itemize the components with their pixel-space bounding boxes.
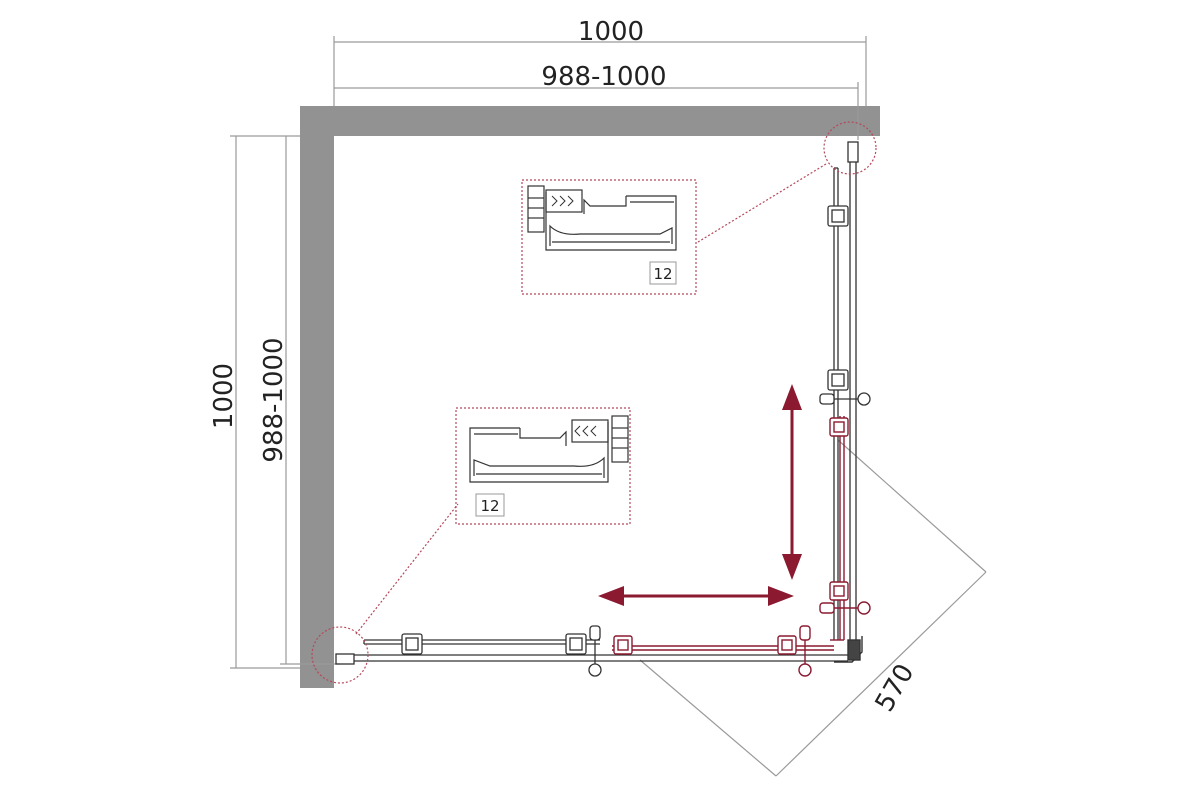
- callout-circle-top-right: [823, 121, 877, 175]
- bottom-sliding-door: [612, 625, 834, 677]
- double-arrow-vertical-icon: [782, 384, 802, 580]
- roller-bracket-right-door-2: [829, 581, 849, 601]
- detail-lower-gap-box: [475, 493, 505, 517]
- handle-knob-right-door-a: [819, 602, 835, 614]
- detail-lower-wall-profile: [611, 415, 629, 463]
- bottom-handle-dark: [588, 625, 602, 677]
- walls: [300, 106, 880, 688]
- handle-knob-right-b: [857, 392, 871, 406]
- leader-bottom-left: [355, 503, 459, 635]
- top-outer-dimension: 1000: [578, 17, 644, 47]
- detail-box-lower-frame: [455, 407, 631, 525]
- left-wall: [300, 106, 334, 688]
- handle-knob-bottom-a: [589, 625, 601, 641]
- right-panel-profile: [833, 141, 859, 660]
- callout-circle-bottom-left: [311, 626, 369, 684]
- detail-upper-wall-profile: [527, 185, 545, 233]
- right-rollers-fixed: [827, 205, 849, 391]
- leader-top-right: [697, 163, 827, 243]
- detail-box-lower: 12: [455, 407, 631, 525]
- top-wall: [300, 106, 880, 136]
- bottom-rollers-fixed: [401, 633, 587, 655]
- detail-upper-gap-box: [649, 261, 677, 285]
- left-dimensions: [230, 135, 340, 669]
- left-inner-dimension: 988-1000: [259, 337, 289, 462]
- roller-bracket-right-2-inner: [831, 373, 845, 387]
- roller-bracket-right-1-inner: [831, 209, 845, 223]
- handle-knob-right-a: [819, 393, 835, 405]
- detail-lower-inner: [473, 456, 605, 478]
- door-opening-dimension: [639, 439, 987, 777]
- roller-bracket-bottom-door-2-inner: [781, 639, 793, 651]
- door-ext-lower: [639, 659, 777, 777]
- corner-post-fill: [847, 639, 861, 661]
- detail-box-upper: 12: [521, 179, 697, 295]
- right-handle-dark: [819, 392, 871, 406]
- roller-bracket-right-door-1-inner: [833, 421, 845, 433]
- top-dimensions: [333, 36, 867, 140]
- detail-upper-seal: [545, 189, 583, 213]
- roller-bracket-bottom-door-1-inner: [617, 639, 629, 651]
- roller-bracket-bottom-door-2: [777, 635, 797, 655]
- double-arrow-horizontal-icon: [598, 586, 794, 606]
- roller-bracket-right-door-2-inner: [833, 585, 845, 597]
- handle-knob-bottom-b: [588, 663, 602, 677]
- detail-lower-seal: [571, 419, 609, 443]
- detail-lower-gap-label: 12: [480, 497, 499, 515]
- roller-bracket-right-door-1: [829, 417, 849, 437]
- handle-knob-bottom-door-b: [798, 663, 812, 677]
- right-sliding-door: [819, 416, 871, 641]
- detail-callouts: [311, 121, 877, 684]
- door-opening-label: 570: [870, 659, 921, 717]
- bottom-left-post: [335, 653, 355, 665]
- left-outer-dimension: 1000: [209, 363, 239, 429]
- top-inner-dimension: 988-1000: [541, 62, 666, 92]
- detail-upper-gap-label: 12: [653, 265, 672, 283]
- door-dim-line: [775, 571, 987, 777]
- handle-knob-right-door-b: [857, 601, 871, 615]
- detail-lower-profile: [469, 422, 609, 483]
- detail-upper-inner: [549, 224, 673, 246]
- roller-bracket-bottom-2-inner: [569, 637, 583, 651]
- door-ext-upper: [837, 439, 987, 573]
- detail-upper-profile: [545, 192, 677, 251]
- handle-knob-bottom-door-a: [799, 625, 811, 641]
- right-corner-post: [847, 141, 859, 163]
- roller-bracket-bottom-1-inner: [405, 637, 419, 651]
- roller-bracket-bottom-door-1: [613, 635, 633, 655]
